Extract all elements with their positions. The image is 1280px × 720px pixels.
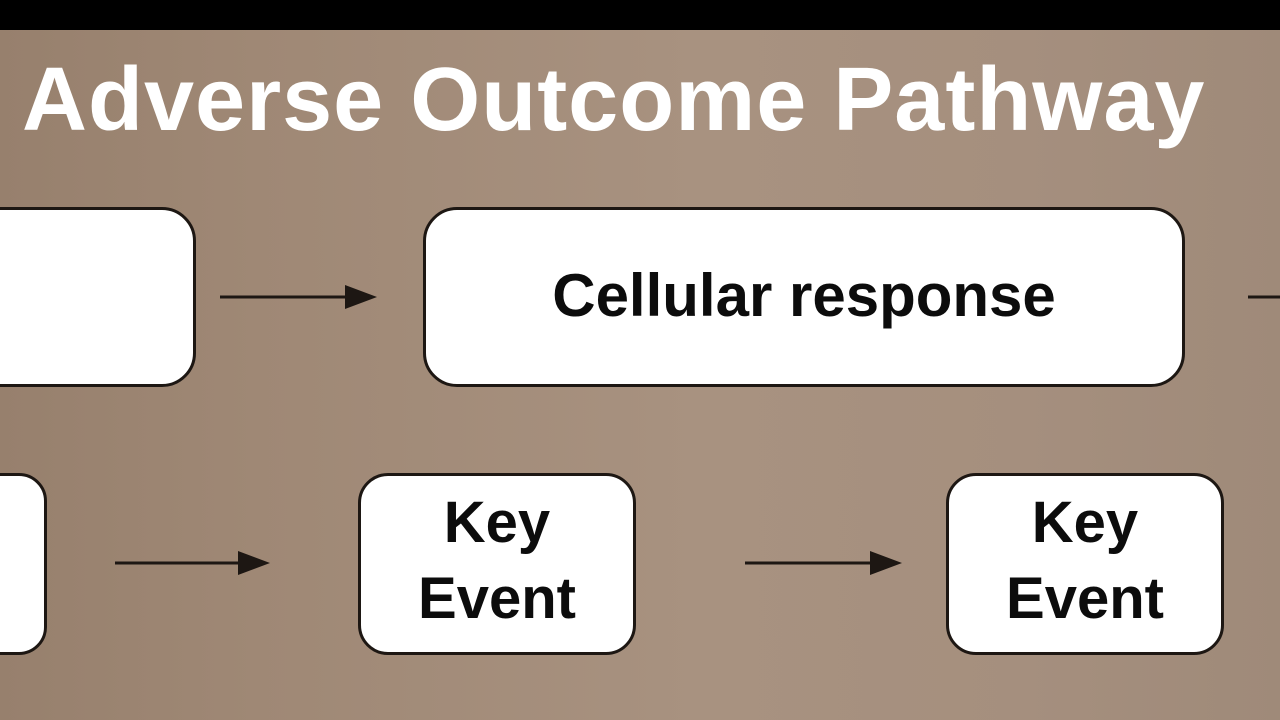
top-black-bar <box>0 0 1280 30</box>
key-event-box-2: Key Event <box>946 473 1224 655</box>
arrow-bottom-left <box>115 551 270 575</box>
arrow-top-left <box>220 285 377 309</box>
key-event-label-2: Key Event <box>1006 490 1164 631</box>
partial-box-top-left <box>0 207 196 387</box>
key-event-box-1: Key Event <box>358 473 636 655</box>
diagram-title: Adverse Outcome Pathway <box>22 50 1206 150</box>
partial-box-bottom-left <box>0 473 47 655</box>
arrow-bottom-middle <box>745 551 902 575</box>
cellular-response-box: Cellular response <box>423 207 1185 387</box>
key-event-label-1: Key Event <box>418 490 576 631</box>
cellular-response-label: Cellular response <box>552 261 1056 329</box>
